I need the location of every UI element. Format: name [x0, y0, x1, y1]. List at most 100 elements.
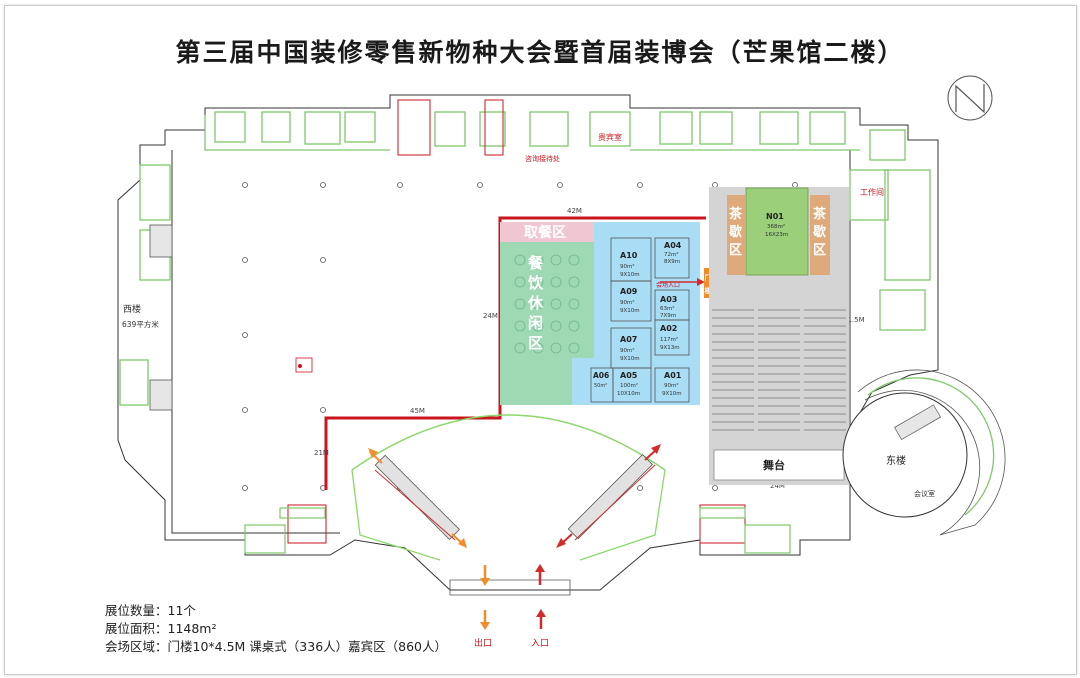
east-building: 东楼 会议室 [842, 369, 1006, 536]
tea-right-char-3: 区 [813, 243, 826, 258]
booth-A07-id: A07 [620, 335, 637, 344]
dim-left-height: 21M [314, 449, 329, 457]
tea-right-label: 茶 歇 区 [812, 206, 827, 258]
venue-entrance-marker: 会场入口 [656, 278, 705, 289]
booth-A04-area: 72m² [664, 251, 679, 258]
booth-A03-id: A03 [660, 295, 677, 304]
booth-A04-size: 8X9m [664, 259, 680, 265]
gate-label: 门 楼 [705, 273, 712, 295]
tea-left-char-2: 歇 [728, 224, 742, 240]
booth-A05-area: 100m² [620, 382, 638, 389]
tea-area-right [810, 195, 830, 275]
arrow-orange-upleft [368, 448, 378, 458]
booth-borders [590, 237, 690, 403]
booth-A04[interactable]: A04 72m² 8X9m [664, 241, 682, 265]
booth-A02[interactable]: A02 117m² 9X13m [660, 324, 680, 351]
top-room-labels: 贵宾室 咨询接待处 工作间 [525, 132, 884, 197]
dining-char-4: 闲 [528, 314, 543, 332]
booth-A09-id: A09 [620, 287, 638, 296]
meeting-room-label: 会议室 [914, 489, 935, 498]
entry-hall [351, 414, 666, 596]
marker-dot [298, 364, 302, 368]
dining-char-1: 餐 [528, 254, 544, 272]
tea-right-char-2: 歇 [812, 224, 826, 240]
booth-A02-id: A02 [660, 324, 677, 333]
booth-A03[interactable]: A03 63m² 7X9m [660, 295, 677, 319]
east-building-label: 东楼 [886, 454, 906, 467]
booth-A09-size: 9X10m [620, 308, 640, 314]
tea-left-label: 茶 歇 区 [728, 206, 743, 258]
tea-left-char-1: 茶 [729, 206, 743, 222]
dim-top-width: 42M [567, 207, 582, 215]
north-compass-icon [947, 75, 993, 121]
gate-char-2: 楼 [705, 286, 712, 295]
dim-stage-width: 24M [770, 482, 785, 490]
exit-arrow [480, 622, 490, 630]
booth-A07-area: 90m² [620, 347, 635, 354]
page-title: 第三届中国装修零售新物种大会暨首届装博会（芒果馆二楼） [175, 38, 905, 67]
west-building-label: 西楼 [123, 303, 141, 315]
vip-room-label: 贵宾室 [598, 132, 622, 142]
exit-label: 出口 [474, 637, 492, 649]
dining-char-5: 区 [528, 334, 543, 352]
booth-A01-id: A01 [664, 371, 682, 380]
entrance-label: 入口 [531, 638, 549, 649]
booth-A09-area: 90m² [620, 299, 635, 306]
stage-label: 舞台 [763, 458, 785, 472]
booth-A07-size: 9X10m [620, 356, 640, 362]
booth-A07[interactable]: A07 90m² 9X10m [620, 335, 640, 362]
booth-A03-size: 7X9m [660, 313, 676, 319]
booth-zone [572, 222, 700, 405]
west-building: 西楼 639平方米 [122, 303, 159, 329]
booth-A04-id: A04 [664, 241, 682, 250]
tea-right-char-1: 茶 [813, 206, 827, 222]
food-pickup-label: 取餐区 [524, 224, 566, 241]
consult-label: 咨询接待处 [525, 154, 560, 163]
dim-lower-height: 21.5M [843, 316, 865, 324]
booth-A10[interactable]: A10 90m² 9X10m [620, 251, 640, 278]
info-booth-area: 展位面积：1148m² [105, 621, 217, 636]
booth-N01[interactable] [745, 187, 809, 276]
booth-A01[interactable]: A01 90m² 9X10m [662, 371, 682, 397]
stair-rooms [287, 99, 746, 544]
entrance-note-label: 会场入口 [656, 281, 680, 289]
booth-A05-size: 10X10m [617, 391, 640, 397]
booth-N01-area: 368m² [767, 223, 785, 230]
booth-A10-area: 90m² [620, 263, 635, 270]
booth-A06-area: 50m² [594, 383, 607, 389]
dim-bottom-width: 45M [410, 407, 425, 415]
dining-tables [514, 254, 580, 354]
info-venue-area: 会场区域：门楼10*4.5M 课桌式（336人）嘉宾区（860人） [105, 639, 448, 654]
stage [713, 449, 845, 481]
entrance-arrow [536, 609, 546, 617]
info-booth-count: 展位数量：11个 [105, 603, 196, 618]
booth-A06-id: A06 [593, 371, 609, 380]
small-marker [295, 357, 313, 373]
office-label: 工作间 [860, 187, 884, 197]
booth-A05-id: A05 [620, 371, 638, 380]
tea-left-char-3: 区 [729, 243, 742, 258]
booth-A02-area: 117m² [660, 336, 678, 343]
food-pickup-zone [500, 222, 594, 242]
booth-A10-id: A10 [620, 251, 638, 260]
hall-columns [242, 182, 798, 491]
west-area-label: 639平方米 [122, 319, 159, 329]
top-rooms [119, 111, 931, 406]
booth-A03-area: 63m² [660, 305, 675, 312]
dining-char-2: 饮 [527, 274, 544, 292]
dining-char-3: 休 [527, 294, 544, 312]
booth-A10-size: 9X10m [620, 272, 640, 278]
seating-rows [712, 300, 846, 440]
escalators [149, 224, 173, 411]
booth-A05[interactable]: A05 100m² 10X10m [617, 371, 640, 397]
dining-label: 餐 饮 休 闲 区 [527, 254, 544, 352]
booth-A09[interactable]: A09 90m² 9X10m [620, 287, 640, 314]
flow-arrows [368, 444, 661, 630]
booth-N01-size: 16X23m [765, 232, 788, 238]
gate-char-1: 门 [705, 273, 712, 282]
dim-side-height: 24M [483, 312, 498, 320]
booth-A06[interactable]: A06 50m² [593, 371, 609, 389]
exhibition-boundary [324, 216, 706, 490]
